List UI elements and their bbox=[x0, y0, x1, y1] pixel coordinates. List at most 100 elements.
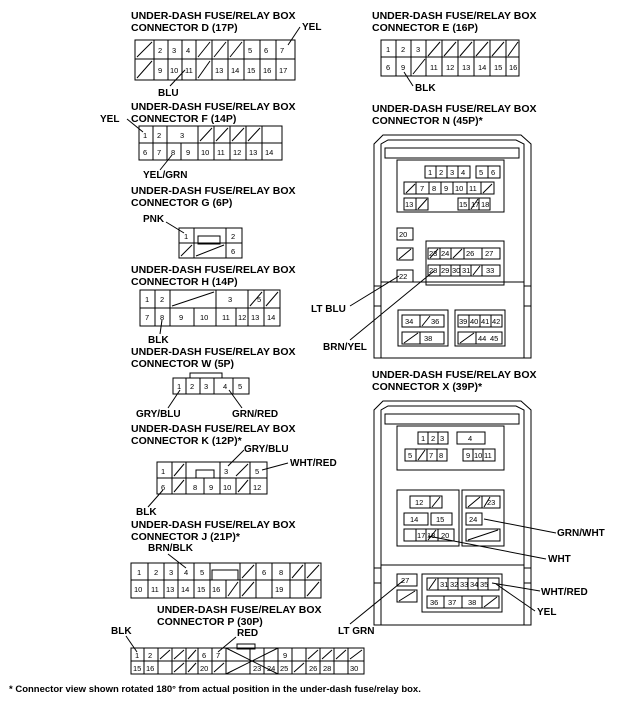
connector-e-pin-15: 15 bbox=[494, 63, 502, 72]
connector-w-pin-3: 3 bbox=[204, 382, 208, 391]
connector-x: UNDER-DASH FUSE/RELAY BOX CONNECTOR X (3… bbox=[338, 369, 605, 637]
connector-f-leader-yel bbox=[126, 118, 144, 133]
connector-n-pin-26: 26 bbox=[466, 249, 474, 258]
connector-f-pin-8: 8 bbox=[171, 148, 175, 157]
connector-p-pin-6: 6 bbox=[202, 651, 206, 660]
connector-e-wire-blk: BLK bbox=[415, 83, 436, 94]
connector-e-pin-13: 13 bbox=[462, 63, 470, 72]
connector-d-pin-16: 16 bbox=[263, 66, 271, 75]
connector-f-pin-1: 1 bbox=[143, 131, 147, 140]
connector-h-title-line1: UNDER-DASH FUSE/RELAY BOX bbox=[131, 264, 296, 276]
connector-g-pin-6: 6 bbox=[231, 247, 235, 256]
connector-p-leader-blk bbox=[125, 635, 138, 653]
connector-x-pin-4: 4 bbox=[468, 434, 472, 443]
connector-w-wire-grn-red: GRN/RED bbox=[232, 409, 278, 420]
connector-x-pin-8: 8 bbox=[439, 451, 443, 460]
connector-h-pin-10: 10 bbox=[200, 313, 208, 322]
connector-x-pin-11: 11 bbox=[484, 451, 492, 460]
connector-f-leader-yel-grn bbox=[159, 154, 173, 171]
connector-k: UNDER-DASH FUSE/RELAY BOX CONNECTOR K (1… bbox=[131, 423, 337, 518]
connector-w-wire-gry-blu: GRY/BLU bbox=[136, 409, 181, 420]
connector-k-pin-1: 1 bbox=[161, 467, 165, 476]
connector-e-pin-11: 11 bbox=[430, 63, 438, 72]
connector-g-pin-1: 1 bbox=[184, 232, 188, 241]
connector-e-body bbox=[380, 39, 520, 77]
connector-k-leader-gry-blu bbox=[227, 449, 245, 467]
connector-w: UNDER-DASH FUSE/RELAY BOX CONNECTOR W (5… bbox=[131, 346, 296, 420]
connector-p-pin-30: 30 bbox=[350, 664, 358, 673]
connector-n-housing bbox=[373, 134, 532, 359]
connector-d-pin-11: 11 bbox=[185, 66, 193, 75]
connector-p-latch bbox=[236, 643, 256, 650]
connector-x-title-line2: CONNECTOR X (39P)* bbox=[372, 381, 483, 393]
connector-j-pin-16: 16 bbox=[212, 585, 220, 594]
connector-k-leader-blk bbox=[147, 489, 164, 508]
connector-n-pin-11: 11 bbox=[469, 184, 477, 193]
connector-h-pin-14: 14 bbox=[267, 313, 275, 322]
connector-n-pin-9: 9 bbox=[444, 184, 448, 193]
connector-e-pin-9: 9 bbox=[401, 63, 405, 72]
connector-g-latch bbox=[197, 235, 221, 245]
connector-k-leader-wht-red bbox=[261, 462, 289, 471]
connector-x-wire-lt-grn: LT GRN bbox=[338, 626, 374, 637]
connector-w-leader-grn-red bbox=[228, 389, 243, 409]
connector-j-title-line1: UNDER-DASH FUSE/RELAY BOX bbox=[131, 519, 296, 531]
connector-n: UNDER-DASH FUSE/RELAY BOX CONNECTOR N (4… bbox=[311, 103, 537, 359]
connector-f-pin-3: 3 bbox=[180, 131, 184, 140]
connector-d-pin-14: 14 bbox=[231, 66, 239, 75]
connector-n-pin-13: 13 bbox=[405, 200, 413, 209]
connector-g-grid bbox=[179, 228, 242, 258]
connector-x-pin-20: 20 bbox=[441, 531, 449, 540]
connector-f-title-line2: CONNECTOR F (14P) bbox=[131, 113, 236, 125]
connector-x-pin-31: 31 bbox=[440, 580, 448, 589]
connector-w-pin-1: 1 bbox=[177, 382, 181, 391]
connector-x-housing bbox=[373, 400, 532, 626]
connector-n-pin-44: 44 bbox=[478, 334, 486, 343]
connector-k-wire-blk: BLK bbox=[136, 507, 157, 518]
connector-w-pin-5: 5 bbox=[238, 382, 242, 391]
connector-n-pin-4: 4 bbox=[461, 168, 465, 177]
connector-e-pin-14: 14 bbox=[478, 63, 486, 72]
connector-e-grid bbox=[381, 40, 519, 76]
connector-e-leader-blk bbox=[403, 71, 414, 87]
connector-n-pin-6: 6 bbox=[491, 168, 495, 177]
connector-x-pin-27: 27 bbox=[401, 576, 409, 585]
connector-e-pin-16: 16 bbox=[509, 63, 517, 72]
connector-d: UNDER-DASH FUSE/RELAY BOX CONNECTOR D (1… bbox=[131, 10, 321, 99]
connector-j-pin-1: 1 bbox=[137, 568, 141, 577]
connector-g: UNDER-DASH FUSE/RELAY BOX CONNECTOR G (6… bbox=[131, 185, 296, 259]
connector-k-pin-5: 5 bbox=[255, 467, 259, 476]
connector-x-pin-33: 33 bbox=[460, 580, 468, 589]
connector-d-pin-4: 4 bbox=[186, 46, 190, 55]
connector-f-pin-2: 2 bbox=[157, 131, 161, 140]
connector-d-leader-yel bbox=[287, 26, 301, 46]
connector-h-pin-13: 13 bbox=[251, 313, 259, 322]
connector-p-wire-blk: BLK bbox=[111, 626, 132, 637]
connector-d-body bbox=[134, 39, 296, 81]
connector-n-pin-15: 15 bbox=[459, 200, 467, 209]
connector-x-leader-grn-wht bbox=[483, 518, 557, 534]
connector-x-pin-9: 9 bbox=[466, 451, 470, 460]
connector-x-pin-17: 17 bbox=[417, 531, 425, 540]
connector-x-leader-wht-red bbox=[491, 582, 541, 592]
connector-p-pin-24: 24 bbox=[267, 664, 275, 673]
connector-n-pin-1: 1 bbox=[428, 168, 432, 177]
connector-h-pin-11: 11 bbox=[222, 313, 230, 322]
connector-p-pin-2: 2 bbox=[148, 651, 152, 660]
connector-e-pin-3: 3 bbox=[416, 45, 420, 54]
connector-n-pin-36: 36 bbox=[431, 317, 439, 326]
connector-n-pin-28: 28 bbox=[429, 266, 437, 275]
connector-x-pin-23: 23 bbox=[487, 498, 495, 507]
connector-x-pin-15: 15 bbox=[436, 515, 444, 524]
connector-n-title-line2: CONNECTOR N (45P)* bbox=[372, 115, 484, 127]
connector-w-latch bbox=[189, 372, 223, 379]
connector-d-pin-3: 3 bbox=[172, 46, 176, 55]
connector-h: UNDER-DASH FUSE/RELAY BOX CONNECTOR H (1… bbox=[131, 264, 296, 346]
connector-j-wire-brn-blk: BRN/BLK bbox=[148, 543, 194, 554]
connector-d-pin-5: 5 bbox=[248, 46, 252, 55]
connector-n-pin-29: 29 bbox=[441, 266, 449, 275]
connector-d-pin-9: 9 bbox=[158, 66, 162, 75]
connector-h-pin-8: 8 bbox=[160, 313, 164, 322]
connector-x-blocks bbox=[396, 425, 505, 613]
